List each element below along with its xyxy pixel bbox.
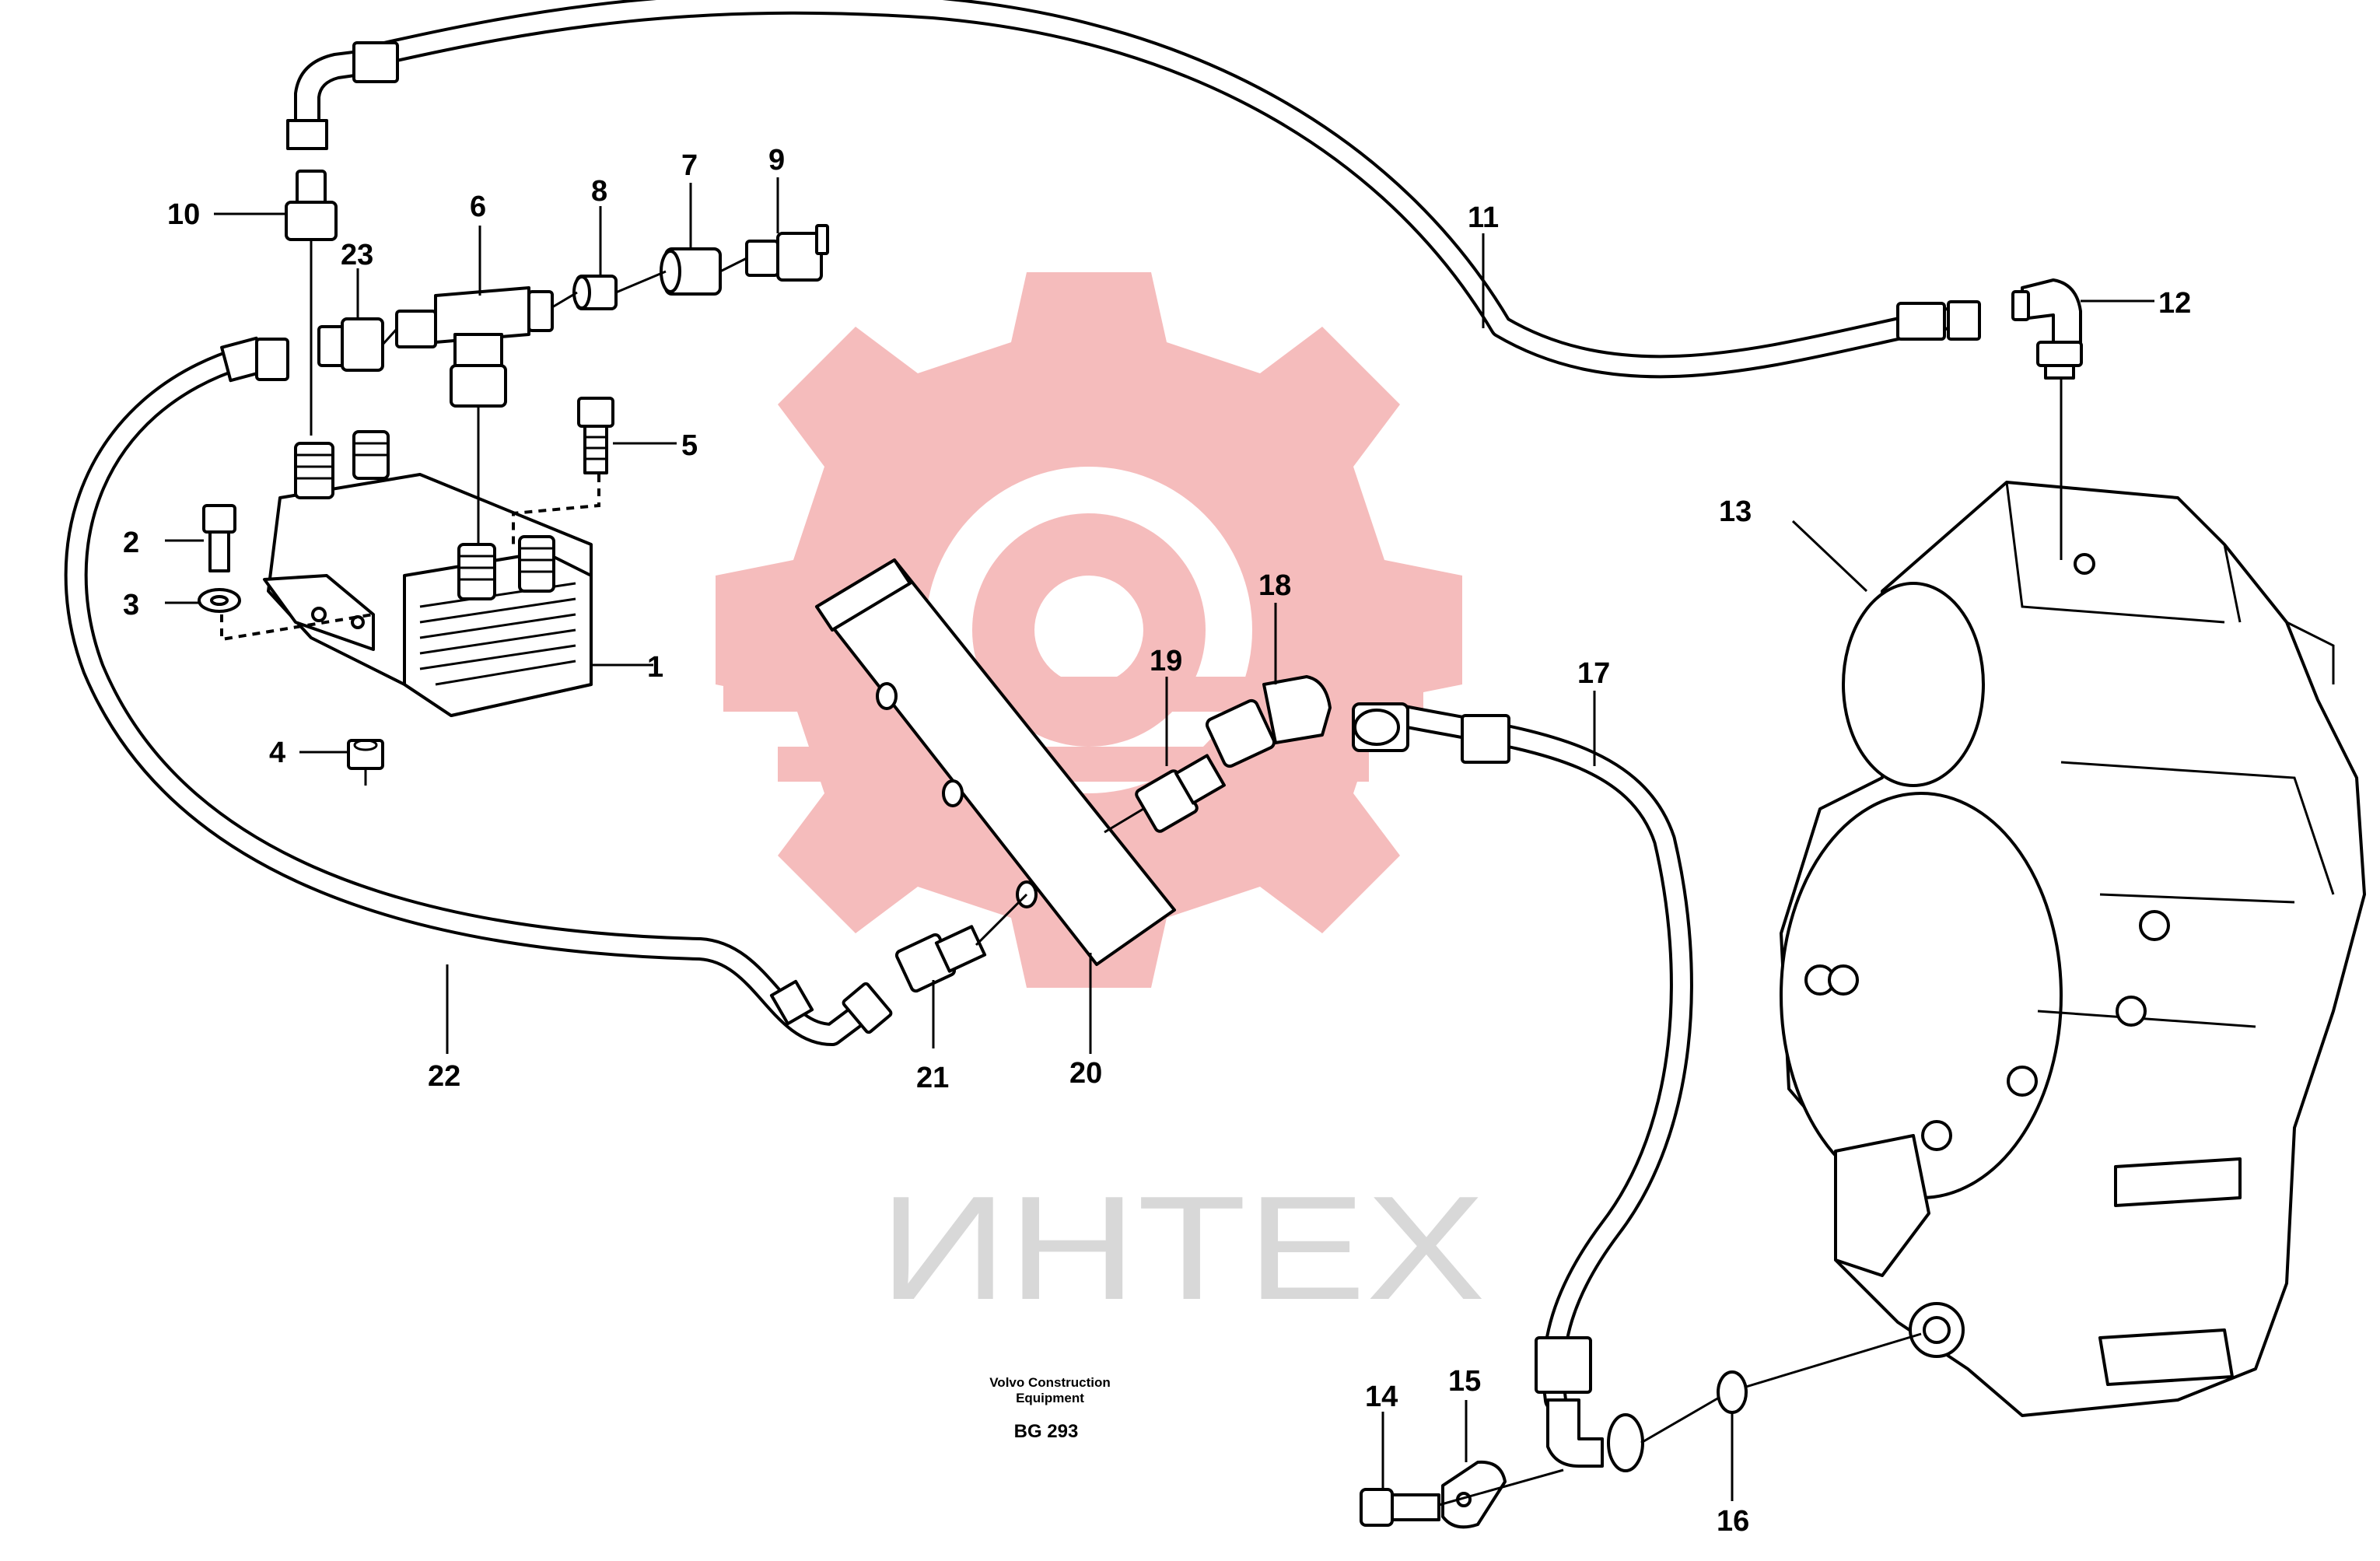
callout-11: 11	[1468, 201, 1499, 234]
fitting-23	[317, 317, 384, 372]
callout-4: 4	[269, 737, 285, 769]
line-7-8	[551, 257, 747, 309]
callout-17: 17	[1577, 657, 1610, 690]
bolt-14	[1360, 1488, 1440, 1527]
hose-11	[286, 0, 1981, 379]
line-flange-transmission	[1438, 1332, 1922, 1507]
callout-8: 8	[591, 175, 607, 208]
callouts: 1 2 3 4 5 6 7 8 9 10 11 12 13 14 15 16 1…	[123, 144, 2191, 1538]
transmission-13	[1780, 481, 2366, 1417]
callout-16: 16	[1717, 1505, 1749, 1538]
hose-22	[64, 336, 893, 1046]
nut-7	[660, 247, 722, 296]
callout-18: 18	[1258, 569, 1291, 602]
callout-9: 9	[768, 144, 785, 177]
callout-6: 6	[470, 191, 486, 223]
fitting-21	[894, 925, 987, 993]
callout-2: 2	[123, 527, 139, 559]
watermark-text: ИНТЕХ	[879, 1166, 1486, 1331]
gear-center	[1034, 576, 1143, 684]
callout-10: 10	[167, 198, 200, 231]
callout-7: 7	[681, 149, 698, 182]
bolt-5	[577, 397, 614, 474]
bolt-2	[202, 504, 236, 572]
footer-brand-line2: Equipment	[1016, 1391, 1084, 1405]
callout-1: 1	[647, 651, 663, 684]
callout-14: 14	[1365, 1381, 1398, 1413]
bracket-20	[815, 558, 1176, 966]
callout-22: 22	[428, 1060, 460, 1093]
sensor-9	[745, 224, 829, 282]
dashed-3	[220, 613, 374, 642]
callout-20: 20	[1069, 1057, 1102, 1090]
leader-lines	[165, 177, 2154, 1501]
elbow-12	[2011, 278, 2083, 380]
footer-code: BG 293	[1014, 1421, 1079, 1442]
footer-block: Volvo Construction Equipment BG 293	[989, 1375, 1111, 1442]
fitting-19	[1135, 754, 1226, 833]
line-21-bracket	[975, 893, 1028, 947]
sleeve-8	[572, 275, 618, 310]
elbow-18	[1205, 675, 1332, 768]
oil-cooler	[263, 430, 593, 717]
callout-15: 15	[1448, 1365, 1481, 1398]
watermark: ИНТЕХ	[716, 272, 1486, 1331]
tee-6	[395, 286, 554, 408]
callout-19: 19	[1150, 645, 1182, 677]
logo-bar-2	[778, 747, 1369, 782]
footer-brand-line1: Volvo Construction	[989, 1375, 1111, 1390]
callout-23: 23	[341, 239, 373, 271]
line-19-bracket	[1104, 807, 1144, 834]
o-ring-16	[1717, 1370, 1748, 1414]
callout-12: 12	[2158, 287, 2191, 320]
nipple-10	[285, 170, 338, 241]
dashed-5	[512, 474, 600, 544]
callout-5: 5	[681, 429, 698, 462]
nut-4	[347, 739, 384, 770]
callout-13: 13	[1719, 495, 1752, 528]
hose-17	[1352, 702, 1693, 1472]
line-23-tee	[381, 327, 398, 346]
callout-3: 3	[123, 589, 139, 621]
washer-3	[198, 588, 241, 613]
callout-21: 21	[916, 1062, 949, 1094]
